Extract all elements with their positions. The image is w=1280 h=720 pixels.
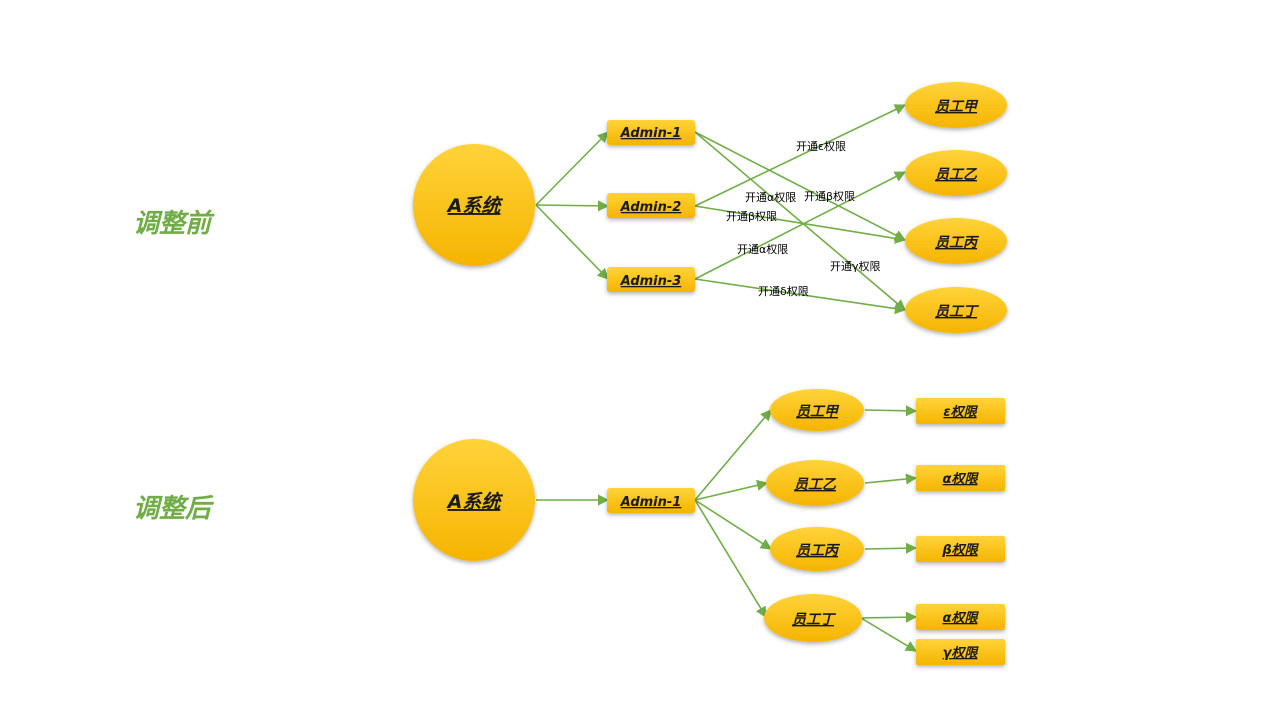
before-employee-bing-label: 员工丙 [935,235,980,251]
after-employee-bing-label: 员工丙 [796,543,841,559]
after-system-label: A系统 [446,491,504,513]
edge-after-admin-bing [694,499,772,550]
after-admin-1-label: Admin-1 [620,495,682,510]
edge-system-admin1 [535,131,609,206]
before-employee-yi[interactable]: 员工乙 [905,150,1007,196]
edge-label-delta: 开通δ权限 [758,285,809,298]
after-system-node[interactable]: A系统 [413,439,535,561]
before-admin-3[interactable]: Admin-3 [607,267,695,292]
after-permission-alpha-2[interactable]: α权限 [916,604,1005,630]
edge-label-gamma: 开通γ权限 [830,260,881,273]
edge-label-beta-1: 开通β权限 [804,190,855,203]
before-employee-ding[interactable]: 员工丁 [905,287,1007,333]
after-permission-alpha-2-label: α权限 [943,610,980,626]
edge-after-ding-perm-1 [860,611,918,623]
after-employee-jia-label: 员工甲 [796,404,840,420]
after-permission-epsilon-label: ε权限 [943,404,978,420]
after-permission-beta[interactable]: β权限 [916,536,1005,562]
edge-after-yi-perm [864,473,918,485]
before-admin-2-label: Admin-2 [620,200,682,215]
edge-admin2-jia [694,104,907,207]
edge-admin1-ding [694,131,906,311]
before-employee-ding-label: 员工丁 [935,304,980,320]
after-employee-bing[interactable]: 员工丙 [770,527,864,571]
edge-after-bing-perm [864,542,918,554]
before-employee-bing[interactable]: 员工丙 [905,218,1007,264]
edge-label-beta-2: 开通β权限 [726,210,777,223]
before-edge-labels: 开通ε权限 开通α权限 开通β权限 开通β权限 开通α权限 开通γ权限 开通δ权… [726,140,881,298]
edge-system-admin2 [535,200,610,212]
before-employee-yi-label: 员工乙 [935,167,978,183]
edge-after-admin-jia [694,409,772,501]
edge-system-admin3 [535,204,609,280]
before-admin-1-label: Admin-1 [620,126,682,141]
after-permission-alpha-1-label: α权限 [943,471,980,487]
before-section-label: 调整前 [133,209,212,239]
after-permission-gamma[interactable]: γ权限 [916,639,1005,665]
after-permission-gamma-label: γ权限 [943,645,980,661]
edge-label-epsilon: 开通ε权限 [796,140,846,153]
edge-admin3-ding [694,278,907,315]
edge-label-alpha-2: 开通α权限 [737,243,788,256]
after-employee-yi-label: 员工乙 [794,477,837,493]
after-employee-ding[interactable]: 员工丁 [764,594,862,642]
after-employee-yi[interactable]: 员工乙 [766,460,864,506]
before-system-node[interactable]: A系统 [413,144,535,266]
after-employee-jia[interactable]: 员工甲 [770,389,864,431]
edge-admin1-bing [694,131,906,241]
before-admin-1[interactable]: Admin-1 [607,120,695,145]
after-employee-ding-label: 员工丁 [792,612,837,628]
edge-after-ding-perm-2 [860,617,917,652]
before-admin-3-label: Admin-3 [620,274,682,289]
before-system-label: A系统 [446,195,504,217]
edge-admin3-yi [694,171,906,280]
after-permission-alpha-1[interactable]: α权限 [916,465,1005,491]
before-edges [535,104,907,315]
after-edges [536,405,918,652]
edge-after-admin-yi [694,479,769,501]
after-permission-beta-label: β权限 [941,542,979,558]
after-admin-1[interactable]: Admin-1 [607,488,695,513]
edge-admin2-bing [694,205,907,244]
edge-after-jia-perm [864,405,918,417]
after-permission-epsilon[interactable]: ε权限 [916,398,1005,424]
after-section-label: 调整后 [133,494,212,524]
before-employee-jia[interactable]: 员工甲 [905,82,1007,128]
edge-label-alpha-1: 开通α权限 [745,191,796,204]
before-admin-2[interactable]: Admin-2 [607,193,695,218]
edge-after-admin-ding [694,499,767,618]
before-employee-jia-label: 员工甲 [935,99,979,115]
